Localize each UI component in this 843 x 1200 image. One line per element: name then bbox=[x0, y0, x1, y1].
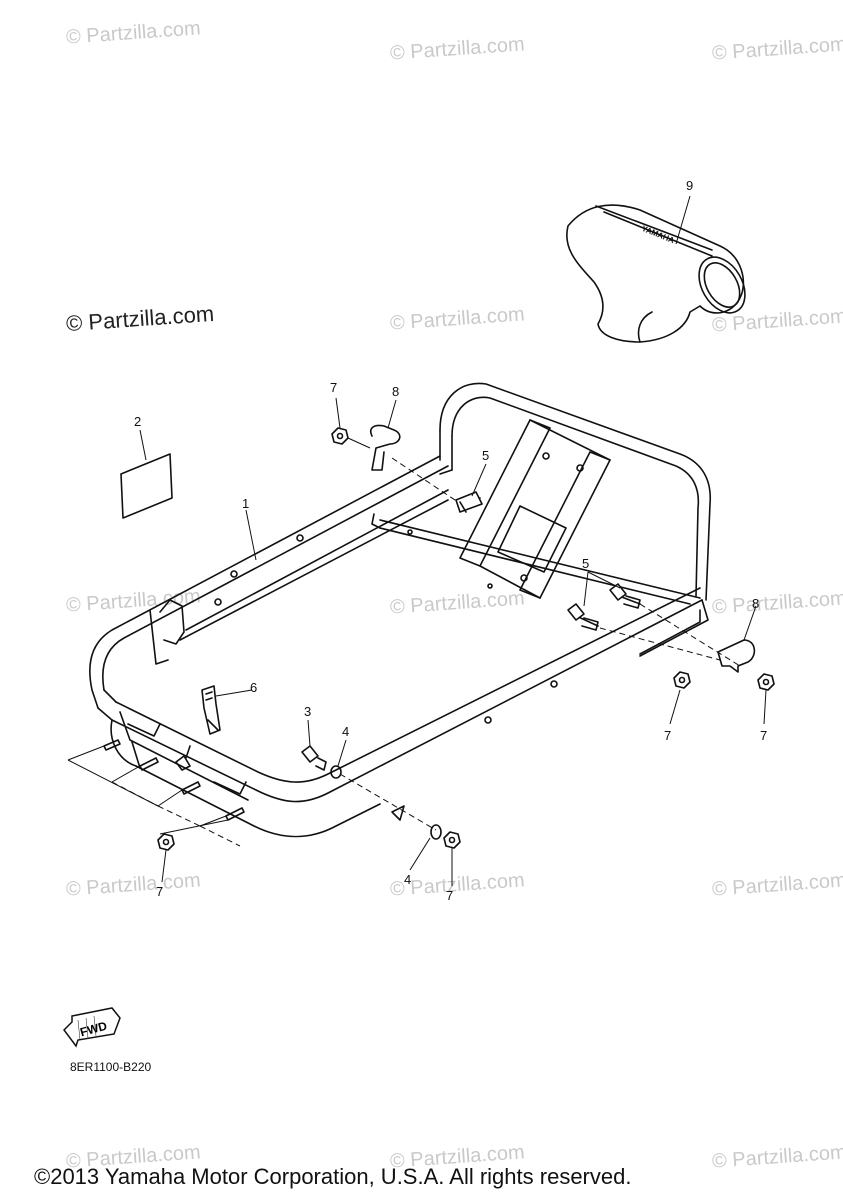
clamp-right bbox=[717, 639, 756, 673]
callout-9: 9 bbox=[686, 178, 694, 193]
carrier-frame bbox=[89, 455, 709, 838]
nut-right-far bbox=[757, 673, 775, 691]
callout-1: 1 bbox=[242, 496, 250, 511]
rear-guard bbox=[439, 382, 712, 601]
callout-5: 5 bbox=[482, 448, 490, 463]
under-bracket bbox=[391, 805, 405, 821]
callout-8: 8 bbox=[392, 384, 400, 399]
callout-7: 7 bbox=[664, 728, 672, 743]
washer-center bbox=[330, 765, 342, 779]
callout-8: 8 bbox=[752, 596, 760, 611]
latch bbox=[201, 685, 221, 735]
callout-7: 7 bbox=[330, 380, 338, 395]
front-studs bbox=[103, 739, 245, 821]
callout-7: 7 bbox=[760, 728, 768, 743]
bolt-center bbox=[301, 745, 327, 771]
bolt-right-lower bbox=[567, 603, 599, 631]
fwd-label: FWD bbox=[79, 1019, 109, 1040]
copyright-notice: ©2013 Yamaha Motor Corporation, U.S.A. A… bbox=[34, 1164, 632, 1189]
nut-front-left bbox=[157, 833, 175, 851]
diagram-code: 8ER1100-B220 bbox=[70, 1060, 152, 1074]
washer-right bbox=[430, 824, 442, 840]
clamp-left bbox=[369, 424, 401, 471]
callout-5: 5 bbox=[582, 556, 590, 571]
bolt-upper-left bbox=[455, 491, 483, 513]
callout-4: 4 bbox=[404, 872, 412, 887]
nut-front-right bbox=[443, 831, 461, 849]
callout-3: 3 bbox=[304, 704, 312, 719]
callout-4: 4 bbox=[342, 724, 350, 739]
callout-6: 6 bbox=[250, 680, 258, 695]
under-bracket bbox=[175, 755, 191, 771]
forward-arrow-icon: FWD bbox=[63, 1007, 121, 1048]
assembly-lines bbox=[67, 195, 767, 886]
hood-cover bbox=[566, 204, 746, 343]
nut-right-center bbox=[673, 671, 691, 689]
callout-7: 7 bbox=[156, 884, 164, 899]
callout-2: 2 bbox=[134, 414, 142, 429]
nut-upper bbox=[331, 427, 349, 445]
callout-7: 7 bbox=[446, 888, 454, 903]
sticker bbox=[120, 453, 173, 519]
